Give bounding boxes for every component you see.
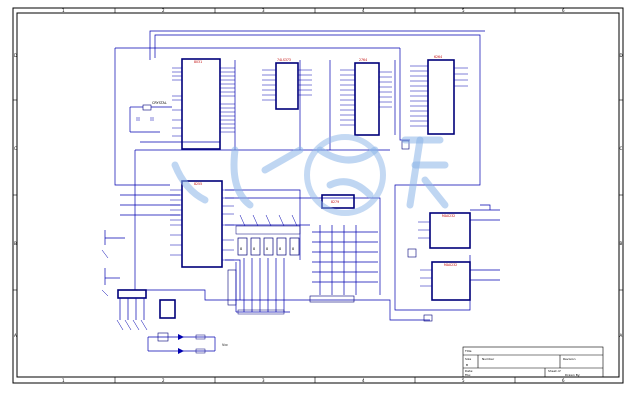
zone-letter-right-b: B [620,241,623,246]
chip-max232-lower-label: MAX232 [444,263,457,267]
svg-text:8: 8 [292,247,294,251]
svg-text:8: 8 [279,247,281,251]
crystal-label: CRYSTAL [152,101,167,105]
chip-2764 [354,62,380,136]
chip-74ls373-label: 74LS373 [277,58,291,62]
chip-max232-lower [431,261,471,301]
inner-frame [16,12,620,378]
chip-8255-pins [170,189,234,261]
zone-number-bottom-5: 5 [462,378,465,383]
chip-max232-lower-pins [420,269,432,287]
title-block-date: Date: [465,369,473,373]
led-network [147,332,216,354]
chip-max232-upper-label: MAX232 [442,214,455,218]
chip-6264-pins [410,65,468,127]
title-block-file: File: [465,373,471,377]
chip-2764-pins [340,69,392,126]
vcc-label: Vcc [222,343,228,347]
zone-number-bottom-3: 3 [262,378,265,383]
title-block-size: Size [465,357,471,361]
zone-letter-right-a: A [620,333,623,338]
chip-max232-upper-pins [418,221,430,239]
title-block-drawn-by: Drawn By: [565,373,580,377]
segment-bus [227,258,290,315]
chip-74ls373 [275,62,299,110]
chip-6264-label: 6264 [434,55,442,59]
resistor-lower-right [423,314,433,322]
zone-ticks [13,8,623,383]
zone-letter-left-a: A [14,333,17,338]
chip-8031 [181,58,221,150]
chip-2764-label: 2764 [359,58,367,62]
zone-number-bottom-4: 4 [362,378,365,383]
title-block-size-value: B [466,363,468,367]
chip-max232-upper [429,212,471,249]
chip-8255 [181,180,223,268]
svg-text:8: 8 [240,247,242,251]
svg-text:8: 8 [253,247,255,251]
chip-74ls373-pins [262,69,312,101]
chip-8031-pins [172,67,235,137]
outer-frame [12,7,624,384]
zone-number-top-4: 4 [362,8,365,13]
zone-letter-left-c: C [14,146,17,151]
chip-6264 [427,59,455,135]
chip-8255-label: 8255 [194,182,202,186]
chip-8279-label: 8279 [331,200,339,204]
zone-number-top-2: 2 [162,8,165,13]
chip-8031-label: 8031 [194,60,202,64]
resistor-near-max232 [407,248,417,258]
connector-legs [116,298,148,331]
zone-number-top-3: 3 [262,8,265,13]
zone-letter-left-b: B [14,241,17,246]
title-block-revision: Revision [563,357,576,361]
zone-number-bottom-2: 2 [162,378,165,383]
zone-number-top-6: 6 [562,8,565,13]
zone-letter-right-d: D [620,53,623,58]
seven-segment-row: 8 8 8 8 8 [235,214,301,256]
zone-number-top-1: 1 [62,8,65,13]
zone-number-bottom-1: 1 [62,378,65,383]
zone-number-bottom-6: 6 [562,378,565,383]
title-block [462,346,604,378]
gate-box [159,299,176,319]
left-switches [101,230,125,297]
zone-number-top-5: 5 [462,8,465,13]
title-block-number: Number [482,357,495,361]
title-block-sheet: Sheet of [548,369,561,373]
serial-connector [117,289,147,299]
bus-wiring [114,30,500,321]
title-block-title: Title [464,349,472,353]
svg-text:8: 8 [266,247,268,251]
watermark-logo [171,134,449,216]
zone-letter-right-c: C [620,146,623,151]
crystal-oscillator [129,104,172,133]
zone-letter-left-d: D [14,53,17,58]
keypad-matrix [309,225,378,303]
